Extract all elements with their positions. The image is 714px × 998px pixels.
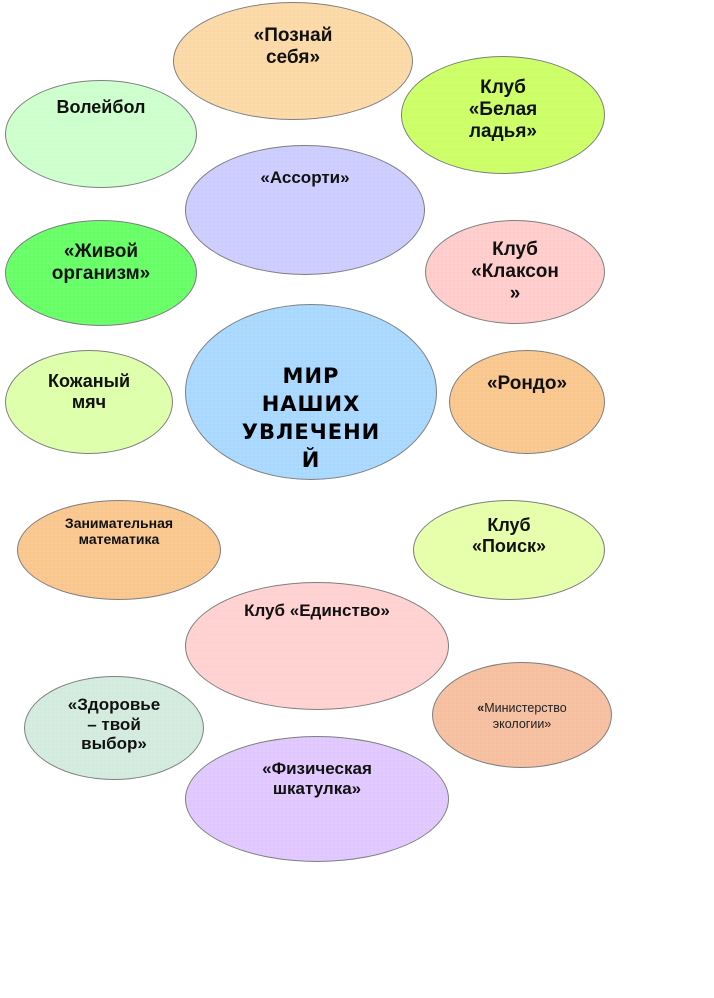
node-label: Кожаный мяч bbox=[47, 371, 131, 412]
node-voleibol: Волейбол bbox=[5, 80, 197, 188]
node-label: «Познай себя» bbox=[253, 25, 333, 68]
node-label: Занимательная математика bbox=[64, 515, 174, 548]
node-assorti: «Ассорти» bbox=[185, 145, 425, 275]
node-label: «Живой организм» bbox=[51, 241, 151, 284]
node-label: Клуб «Поиск» bbox=[471, 515, 547, 556]
node-label-text: Министерство экологии» bbox=[484, 701, 567, 731]
node-poznai-sebya: «Познай себя» bbox=[173, 2, 413, 120]
node-label: «Физическая шкатулка» bbox=[262, 759, 372, 798]
node-zdorovie: «Здоровье – твой выбор» bbox=[24, 676, 204, 780]
node-label: Клуб «Клаксон » bbox=[471, 239, 559, 304]
node-label: Волейбол bbox=[56, 97, 146, 117]
node-label: «Ассорти» bbox=[260, 168, 350, 187]
node-label: Клуб «Единство» bbox=[244, 601, 390, 620]
node-belaya-ladya: Клуб «Белая ладья» bbox=[401, 56, 605, 174]
node-zanimatelnaya-matematika: Занимательная математика bbox=[17, 500, 221, 600]
node-poisk: Клуб «Поиск» bbox=[413, 500, 605, 600]
node-label: «Рондо» bbox=[486, 373, 568, 394]
node-label: Клуб «Белая ладья» bbox=[468, 77, 538, 142]
node-fizicheskaya-shkatulka: «Физическая шкатулка» bbox=[185, 736, 449, 862]
node-label: «Министерство экологии» bbox=[477, 701, 566, 732]
node-ministerstvo-ekologii: «Министерство экологии» bbox=[432, 662, 612, 768]
node-zhivoi-organizm: «Живой организм» bbox=[5, 220, 197, 326]
center-node: МИР НАШИХ УВЛЕЧЕНИ Й bbox=[185, 304, 437, 480]
node-rondo: «Рондо» bbox=[449, 350, 605, 454]
node-label-quote: « bbox=[477, 701, 485, 715]
node-edinstvo: Клуб «Единство» bbox=[185, 582, 449, 710]
node-label: «Здоровье – твой выбор» bbox=[67, 695, 161, 754]
node-klakson: Клуб «Клаксон » bbox=[425, 220, 605, 324]
center-title: МИР НАШИХ УВЛЕЧЕНИ Й bbox=[241, 364, 381, 472]
node-kozhany-myach: Кожаный мяч bbox=[5, 350, 173, 454]
